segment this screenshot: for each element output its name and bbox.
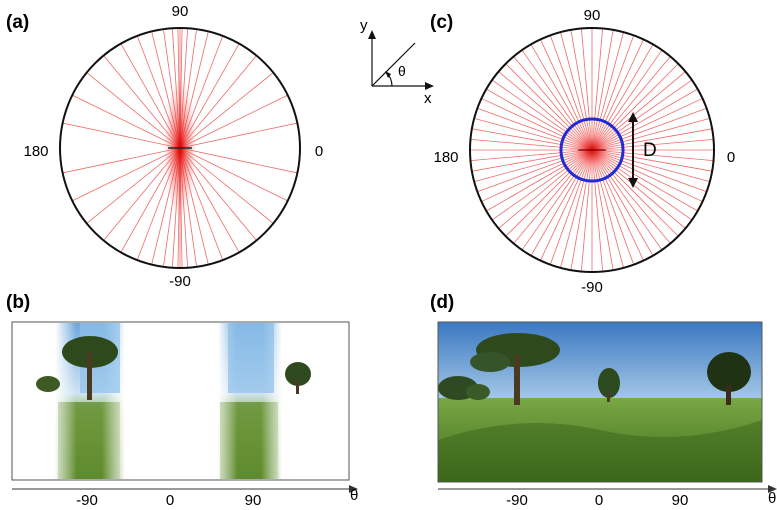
panel-a-tick-bottom: -90 (169, 273, 191, 290)
inset-y-arrowhead (368, 30, 376, 39)
panel-d-tree-right (707, 352, 751, 405)
panel-d-label: (d) (430, 292, 454, 313)
panel-c-tick-right: 0 (727, 149, 735, 166)
panel-a-ray (62, 122, 181, 149)
panel-c-tick-top: 90 (584, 7, 601, 24)
panel-d-tick-90: 90 (672, 492, 689, 509)
panel-c-arrowhead-down (628, 178, 638, 188)
coordinate-inset: y x θ (360, 17, 434, 107)
panel-c-diameter-label: D (643, 140, 657, 161)
panel-a-ray (179, 147, 298, 174)
panel-a-ray (179, 122, 298, 149)
panel-a-ray (179, 147, 288, 202)
panel-a: (a) 90 -90 180 0 (6, 3, 323, 290)
panel-a-ray (72, 147, 181, 202)
panel-d-grass (438, 398, 762, 482)
panel-d-tick-neg90: -90 (506, 492, 528, 509)
panel-d-axis-arrowhead (768, 485, 777, 493)
panel-a-ray (179, 94, 288, 149)
panel-b-tick-neg90: -90 (76, 492, 98, 509)
inset-ray (371, 42, 416, 87)
panel-d-shadow (438, 420, 762, 482)
panel-b: (b) -90 0 90 θ (6, 292, 358, 509)
panel-a-tick-left: 180 (23, 143, 48, 160)
panel-c-tick-left: 180 (433, 149, 458, 166)
panel-c-tick-bottom: -90 (581, 279, 603, 296)
panel-b-axis-label: θ (350, 487, 358, 504)
panel-d-tree-large (470, 333, 560, 405)
panel-b-strip-left (36, 323, 125, 479)
inset-angle-label: θ (398, 63, 406, 79)
panel-a-label: (a) (6, 12, 29, 33)
panel-c: (c) 90 -90 180 0 D (430, 7, 735, 296)
panel-a-tick-right: 0 (315, 143, 323, 160)
inset-y-label: y (360, 17, 368, 34)
panel-c-circle (469, 27, 715, 273)
inset-arc-arrowhead (385, 71, 391, 78)
panel-d: (d) -90 0 90 θ (430, 292, 777, 509)
panel-d-frame (437, 321, 763, 483)
inset-x-label: x (424, 90, 432, 107)
panel-c-label: (c) (430, 12, 453, 33)
panel-b-tick-90: 90 (245, 492, 262, 509)
panel-c-blue-ring (559, 117, 625, 183)
panel-a-tick-top: 90 (172, 3, 189, 20)
panel-d-tree-center (598, 368, 620, 402)
panel-c-arrowhead-up (628, 112, 638, 122)
panel-b-tree-right (285, 362, 311, 386)
panel-a-ray (72, 94, 181, 149)
panel-d-tick-0: 0 (595, 492, 603, 509)
panel-d-treeline-left (438, 376, 490, 400)
panel-b-axis-arrowhead (349, 485, 358, 493)
inset-x-arrowhead (425, 82, 434, 90)
panel-d-axis-label: θ (768, 490, 776, 507)
panel-a-circle (59, 27, 301, 269)
panel-b-label: (b) (6, 292, 30, 313)
panel-b-strip-right (218, 323, 311, 479)
panel-a-ray (62, 147, 181, 174)
panel-b-tick-0: 0 (166, 492, 174, 509)
